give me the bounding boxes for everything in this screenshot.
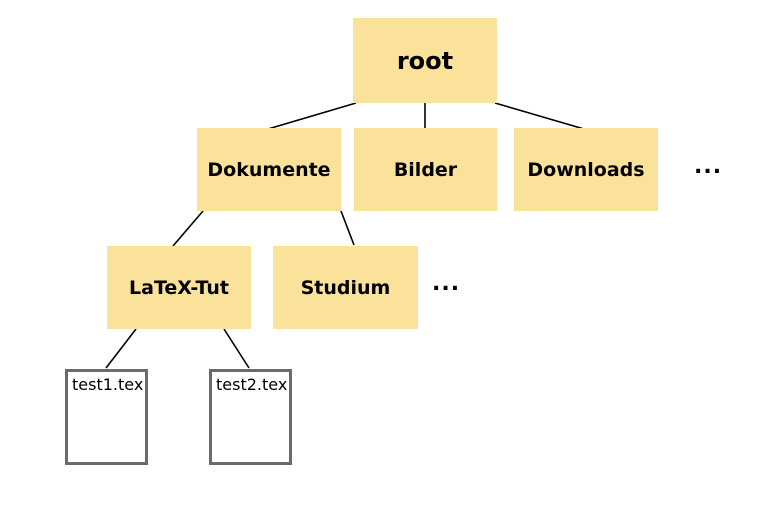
tree-node-file-test1-tex: test1.tex xyxy=(65,369,148,465)
edge-root-downloads xyxy=(494,102,585,130)
edge-dokumente-studium xyxy=(340,210,355,246)
edge-latex-tut-test2 xyxy=(223,328,250,369)
tree-node-file-test2-tex: test2.tex xyxy=(209,369,292,465)
edge-root-dokumente xyxy=(267,102,357,130)
tree-node-root: root xyxy=(353,18,497,103)
tree-node-studium: Studium xyxy=(273,246,418,329)
ellipsis-more-folders-level2: ... xyxy=(432,271,461,296)
edge-dokumente-latex-tut xyxy=(172,210,204,247)
tree-node-downloads: Downloads xyxy=(514,128,658,211)
tree-node-bilder: Bilder xyxy=(354,128,497,211)
edge-latex-tut-test1 xyxy=(105,328,137,369)
tree-node-latex-tut: LaTeX-Tut xyxy=(107,246,251,329)
tree-node-dokumente: Dokumente xyxy=(197,128,341,211)
ellipsis-more-folders-level1: ... xyxy=(694,154,723,179)
